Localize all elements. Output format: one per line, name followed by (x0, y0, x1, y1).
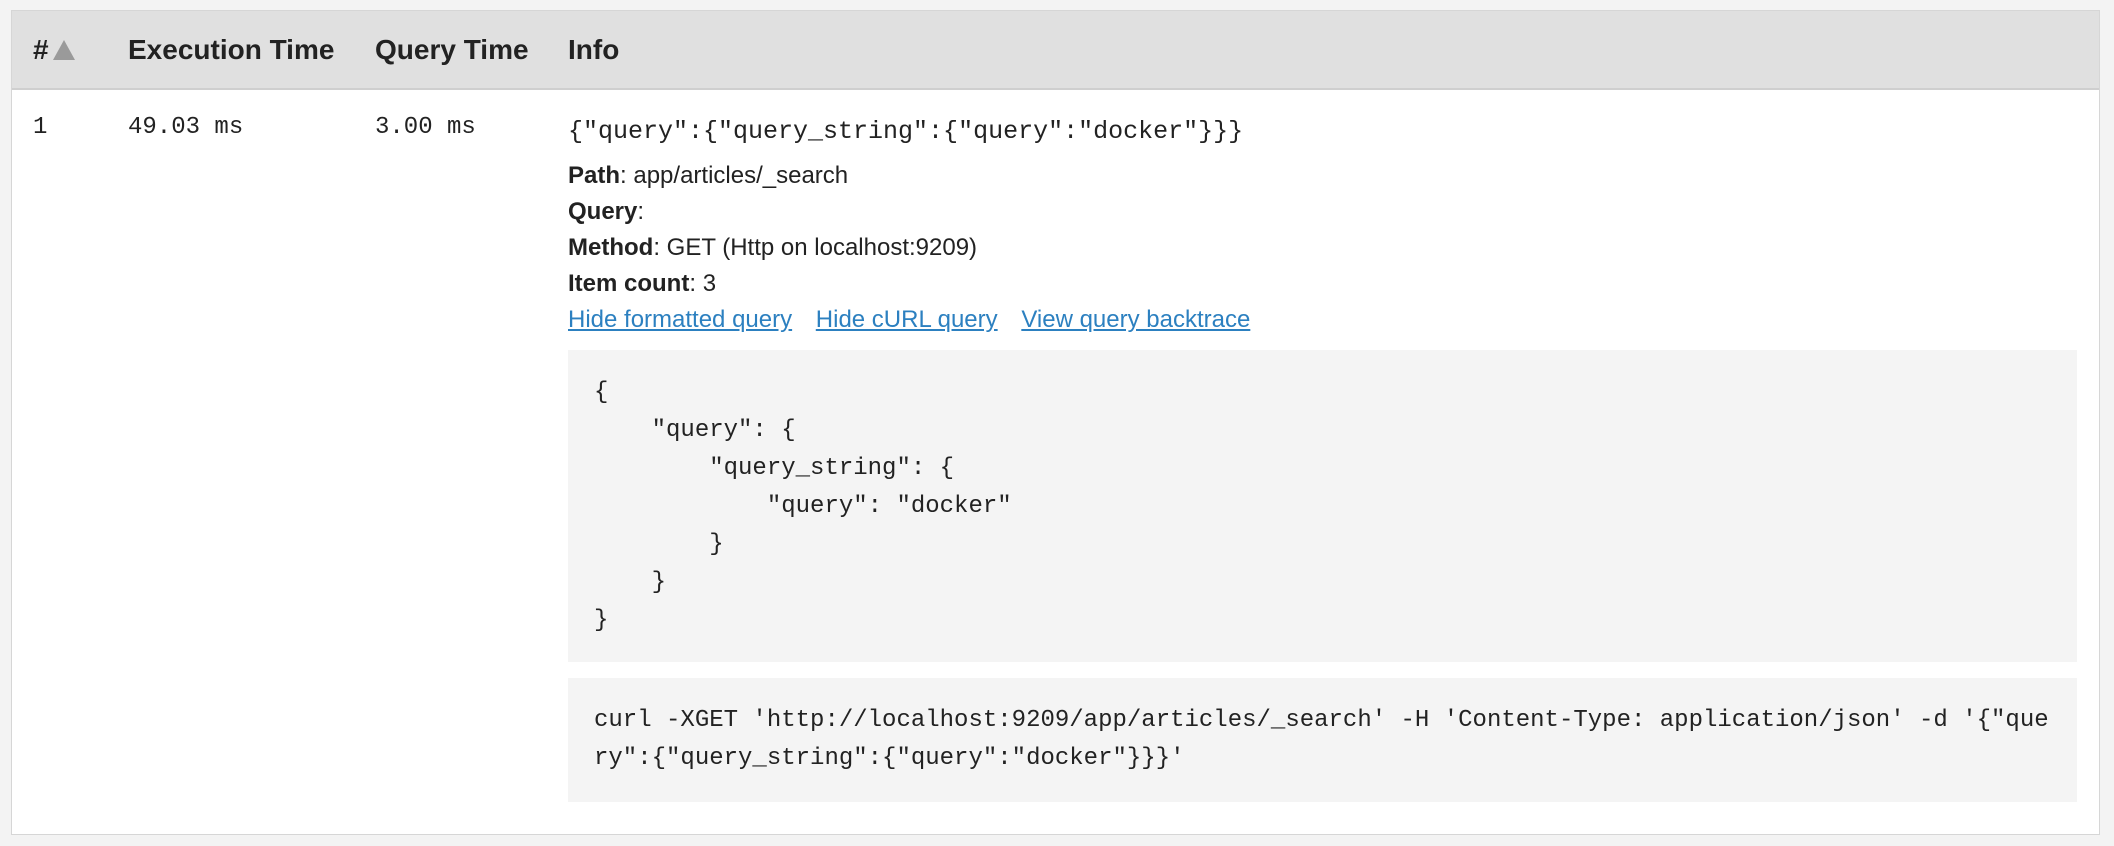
header-query-time[interactable]: Query Time (344, 11, 537, 90)
header-num[interactable]: # (12, 11, 97, 90)
row-num: 1 (33, 114, 48, 141)
header-row: # Execution Time Query Time Info (12, 11, 2099, 90)
method-line: Method: GET (Http on localhost:9209) (568, 234, 978, 261)
method-label: Method (568, 234, 654, 261)
method-value: GET (Http on localhost:9209) (666, 234, 978, 261)
row-query-time: 3.00 ms (375, 114, 476, 141)
curl-query-block: curl -XGET 'http://localhost:9209/app/ar… (568, 678, 2077, 802)
row-info: {"query":{"query_string":{"query":"docke… (537, 89, 2099, 802)
header-execution-time[interactable]: Execution Time (97, 11, 344, 90)
raw-query: {"query":{"query_string":{"query":"docke… (568, 117, 1244, 146)
header-info: Info (537, 11, 2099, 90)
table-row: 1 49.03 ms 3.00 ms {"query":{"query_stri… (12, 89, 2099, 802)
path-label: Path (568, 162, 621, 189)
query-label: Query (568, 198, 638, 225)
header-num-label: # (33, 33, 49, 65)
row-execution-time: 49.03 ms (128, 114, 244, 141)
path-line: Path: app/articles/_search (568, 162, 849, 189)
hide-curl-query-link[interactable]: Hide cURL query (815, 306, 998, 333)
queries-table: # Execution Time Query Time Info 1 49.03… (12, 11, 2099, 802)
item-count-line: Item count: 3 (568, 270, 717, 297)
view-query-backtrace-link[interactable]: View query backtrace (1021, 306, 1251, 333)
path-value: app/articles/_search (633, 162, 849, 189)
queries-panel: # Execution Time Query Time Info 1 49.03… (11, 10, 2100, 835)
table-body: 1 49.03 ms 3.00 ms {"query":{"query_stri… (12, 89, 2099, 802)
formatted-query-block: { "query": { "query_string": { "query": … (568, 350, 2077, 662)
item-count-value: 3 (702, 270, 717, 297)
query-links: Hide formatted query Hide cURL query Vie… (568, 302, 2077, 338)
triangle-up-icon (52, 39, 75, 60)
table-header: # Execution Time Query Time Info (12, 11, 2099, 90)
hide-formatted-query-link[interactable]: Hide formatted query (568, 306, 793, 333)
item-count-label: Item count (568, 270, 690, 297)
query-line: Query: (568, 198, 645, 225)
